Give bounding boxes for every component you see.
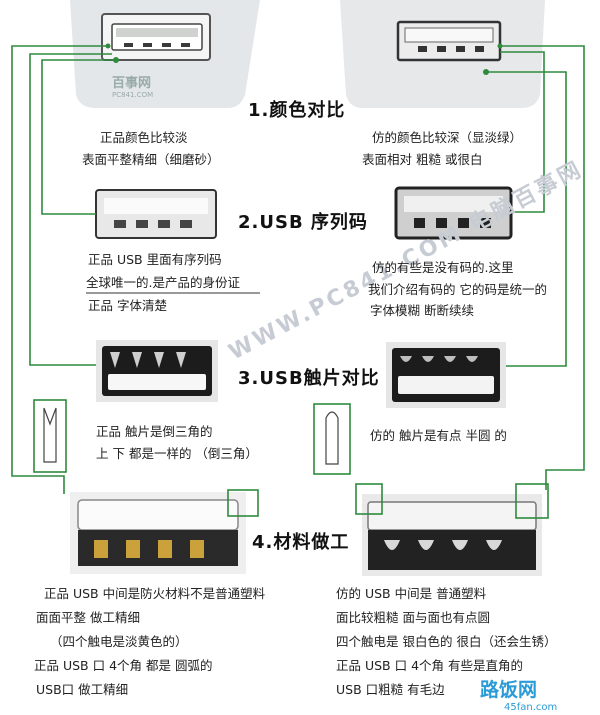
section-4-fake-5: USB 口粗糙 有毛边 [336, 682, 445, 697]
section-4-fake-1: 仿的 USB 中间是 普通塑料 [336, 586, 487, 601]
section-4-fake-2: 面比较粗糙 面与面也有点圆 [336, 610, 490, 625]
brand-name: 路饭网 [480, 679, 538, 701]
section-4-genuine-3: （四个触电是淡黄色的） [50, 634, 188, 649]
fake-contact-shape [313, 403, 351, 475]
logo-left-en: PC841.COM [112, 91, 154, 99]
section-1-title: 1.颜色对比 [248, 100, 346, 121]
section-1-genuine-2: 表面平整精细（细磨砂） [82, 152, 220, 167]
section-4-genuine-2: 面面平整 做工精细 [36, 610, 140, 625]
section-2-genuine-1: 正品 USB 里面有序列码 [88, 252, 222, 267]
genuine-usb-contacts [96, 340, 218, 402]
fake-usb-serial [394, 186, 513, 240]
section-1-fake-1: 仿的颜色比较深（显淡绿） [372, 130, 523, 145]
section-3-fake-1: 仿的 触片是有点 半圆 的 [370, 428, 507, 443]
genuine-device-top [70, 0, 260, 108]
brand-url: 45fan.com [504, 702, 558, 713]
fake-usb-contacts [386, 342, 506, 408]
section-4-fake-3: 四个触电是 银白色的 很白（还会生锈） [336, 634, 557, 649]
genuine-usb-material [70, 492, 246, 574]
section-4-genuine-1: 正品 USB 中间是防火材料不是普通塑料 [44, 586, 266, 601]
section-2-fake-1: 仿的有些是没有码的.这里 [372, 260, 514, 275]
section-3-genuine-2: 上 下 都是一样的 （倒三角） [96, 446, 258, 461]
section-1-fake-2: 表面相对 粗糙 或很白 [362, 152, 483, 167]
section-2-genuine-2: 全球唯一的.是产品的身份证 [86, 275, 240, 290]
section-3-title: 3.USB触片对比 [238, 368, 380, 389]
callout-lines [11, 45, 585, 494]
logo-left: 百事网 PC841.COM [112, 72, 153, 99]
section-2-fake-2: 我们介绍有码的 它的码是统一的 [368, 282, 547, 297]
section-2-genuine-3: 正品 字体清楚 [88, 298, 167, 313]
section-4-genuine-4: 正品 USB 口 4个角 都是 圆弧的 [34, 658, 213, 673]
section-4-fake-4: 正品 USB 口 4个角 有些是直角的 [336, 658, 524, 673]
fake-device-top [340, 0, 545, 108]
logo-left-cn: 百事网 [112, 76, 152, 91]
brand-logo: 路饭网 45fan.com [480, 675, 557, 713]
genuine-contact-shape [33, 399, 67, 473]
section-1-genuine-1: 正品颜色比较淡 [100, 130, 188, 145]
section-2-fake-3: 字体模糊 断断续续 [370, 303, 474, 318]
section-4-title: 4.材料做工 [252, 532, 350, 553]
section-3-genuine-1: 正品 触片是倒三角的 [96, 424, 213, 439]
fake-usb-material [362, 494, 542, 576]
section-4-genuine-5: USB口 做工精细 [36, 682, 129, 697]
section-2-title: 2.USB 序列码 [238, 212, 368, 233]
genuine-usb-serial [95, 189, 217, 239]
